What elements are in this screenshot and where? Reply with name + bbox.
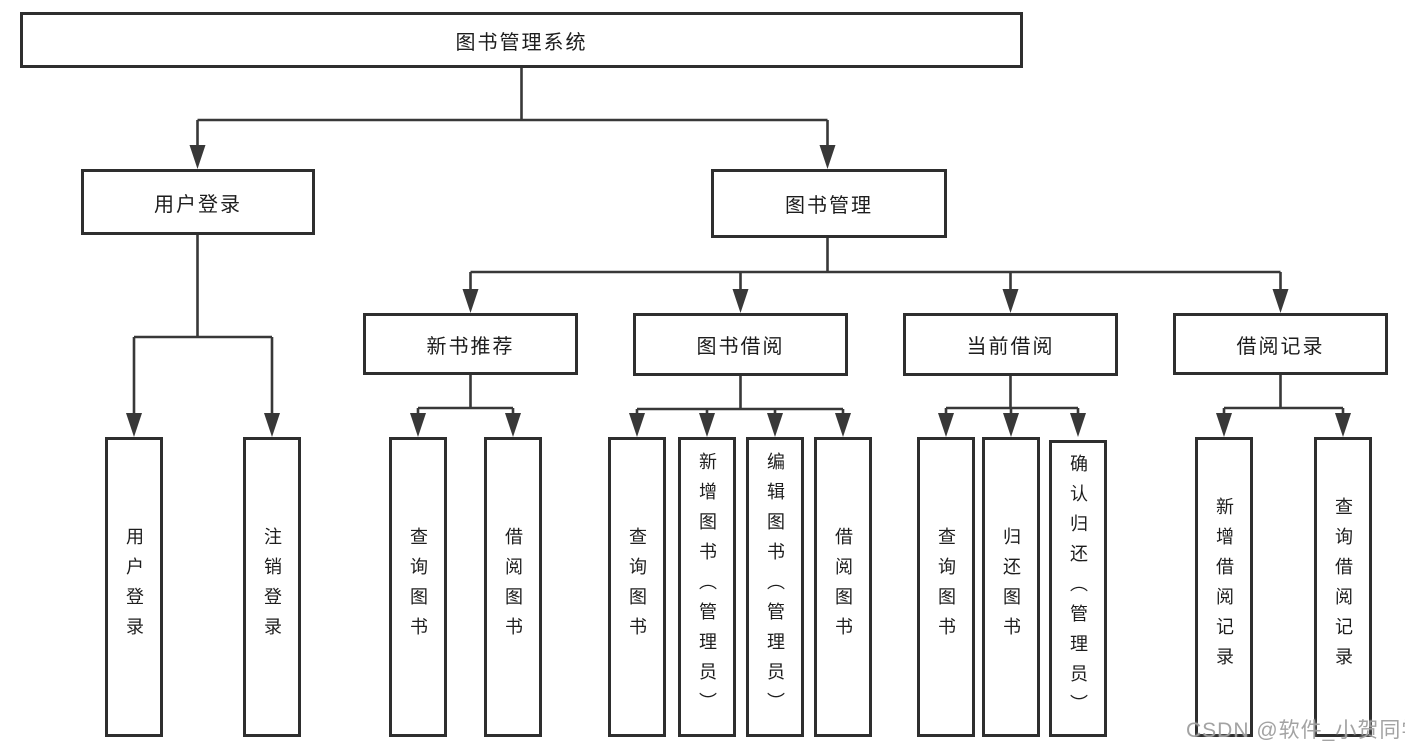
leaf-query-borrow-record: 查询借阅记录 xyxy=(1314,437,1372,737)
leaf-query-books-recommend: 查询图书 xyxy=(389,437,447,737)
node-new-book-recommend: 新书推荐 xyxy=(363,313,578,375)
node-label: 用户登录 xyxy=(154,193,242,216)
edge-root-to-level2 xyxy=(196,68,829,150)
arrowheads xyxy=(126,145,1351,437)
node-root-system: 图书管理系统 xyxy=(20,12,1023,68)
arrow-icon xyxy=(1002,289,1019,313)
csdn-watermark: CSDN @软件_小贺同学 xyxy=(1186,719,1405,742)
arrow-icon xyxy=(767,413,783,437)
leaf-label: 借阅图书 xyxy=(503,527,523,647)
arrow-icon xyxy=(189,145,206,169)
arrow-icon xyxy=(1335,413,1351,437)
arrow-icon xyxy=(462,289,479,313)
node-book-borrow: 图书借阅 xyxy=(633,313,848,376)
edge-current-to-leaves xyxy=(944,376,1080,416)
arrow-icon xyxy=(699,413,715,437)
leaf-label: 查询图书 xyxy=(936,527,956,647)
arrow-icon xyxy=(629,413,645,437)
node-book-management: 图书管理 xyxy=(711,169,947,238)
arrow-icon xyxy=(1272,289,1289,313)
leaf-query-books-borrow: 查询图书 xyxy=(608,437,666,737)
node-borrow-records: 借阅记录 xyxy=(1173,313,1388,375)
node-user-login: 用户登录 xyxy=(81,169,315,235)
arrow-icon xyxy=(1216,413,1232,437)
leaf-label: 查询图书 xyxy=(408,527,428,647)
node-current-borrow: 当前借阅 xyxy=(903,313,1118,376)
leaf-label: 查询借阅记录 xyxy=(1333,497,1353,677)
node-label: 当前借阅 xyxy=(966,336,1055,358)
arrow-icon xyxy=(264,413,280,437)
leaf-return-books: 归还图书 xyxy=(982,437,1040,737)
leaf-add-books-admin: 新增图书（管理员） xyxy=(678,437,736,737)
leaf-label: 编辑图书（管理员） xyxy=(765,452,785,722)
edge-borrow-to-leaves xyxy=(635,376,845,416)
leaf-label: 借阅图书 xyxy=(833,527,853,647)
leaf-query-books-current: 查询图书 xyxy=(917,437,975,737)
leaf-add-borrow-record: 新增借阅记录 xyxy=(1195,437,1253,737)
leaf-confirm-return-admin: 确认归还（管理员） xyxy=(1049,440,1107,737)
arrow-icon xyxy=(819,145,836,169)
edge-recommend-to-leaves xyxy=(416,375,515,416)
node-label: 新书推荐 xyxy=(426,335,515,358)
leaf-borrow-books: 借阅图书 xyxy=(814,437,872,737)
leaf-label: 查询图书 xyxy=(627,527,647,647)
node-label: 图书借阅 xyxy=(696,336,785,358)
arrow-icon xyxy=(410,413,426,437)
node-label: 借阅记录 xyxy=(1236,335,1325,358)
leaf-label: 新增借阅记录 xyxy=(1214,497,1234,677)
arrow-icon xyxy=(126,413,142,437)
arrow-icon xyxy=(835,413,851,437)
edge-bookmgmt-to-level3 xyxy=(469,238,1282,292)
leaf-label: 归还图书 xyxy=(1001,527,1021,647)
arrow-icon xyxy=(732,289,749,313)
arrow-icon xyxy=(938,413,954,437)
arrow-icon xyxy=(1070,413,1086,437)
leaf-label: 确认归还（管理员） xyxy=(1068,453,1088,724)
arrow-icon xyxy=(1003,413,1019,437)
node-label: 图书管理 xyxy=(785,195,873,217)
node-label: 图书管理系统 xyxy=(455,31,588,54)
leaf-label: 注销登录 xyxy=(262,527,282,647)
leaf-user-login: 用户登录 xyxy=(105,437,163,737)
arrow-icon xyxy=(505,413,521,437)
leaf-label: 用户登录 xyxy=(124,527,144,647)
edge-userlogin-to-leaves xyxy=(132,235,274,416)
leaf-borrow-books-recommend: 借阅图书 xyxy=(484,437,542,737)
leaf-logout: 注销登录 xyxy=(243,437,301,737)
leaf-label: 新增图书（管理员） xyxy=(697,452,717,722)
edge-records-to-leaves xyxy=(1222,375,1345,416)
leaf-edit-books-admin: 编辑图书（管理员） xyxy=(746,437,804,737)
